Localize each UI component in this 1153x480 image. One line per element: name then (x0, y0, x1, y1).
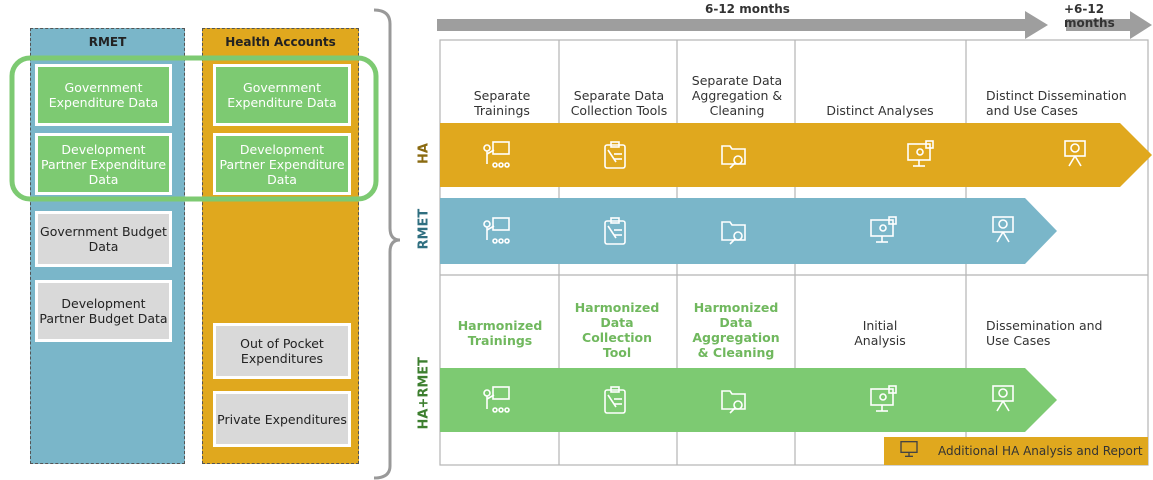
presentation-icon (992, 216, 1014, 243)
additional-band (884, 437, 1148, 465)
computer-analysis-icon (870, 385, 897, 412)
stage-separate-collection: Separate Data Collection Tools (570, 88, 668, 118)
stage-distinct-dissemination: Distinct Dissemination and Use Cases (986, 88, 1127, 118)
training-icon (483, 217, 510, 244)
stage-harmonized-collection: Harmonized Data Collection Tool (574, 300, 660, 360)
ha-band (440, 123, 1152, 187)
timeline-arrow-2 (1066, 11, 1152, 39)
computer-analysis-icon (870, 216, 897, 243)
training-icon (483, 386, 510, 413)
ha-dp-expenditure-box: Development Partner Expenditure Data (213, 133, 351, 195)
ha-out-of-pocket-box: Out of Pocket Expenditures (213, 323, 351, 379)
ha-government-expenditure-box: Government Expenditure Data (213, 64, 351, 126)
row-label-ha: HA (416, 143, 432, 164)
stage-separate-trainings: Separate Trainings (473, 88, 531, 118)
training-icon (483, 141, 510, 168)
stage-harmonized-aggregation: Harmonized Data Aggregation & Cleaning (692, 300, 780, 360)
rmet-government-expenditure-box: Government Expenditure Data (35, 64, 172, 126)
timeline-label-1: 6-12 months (705, 2, 790, 16)
computer-analysis-icon (907, 140, 934, 167)
additional-ha-analysis-label: Additional HA Analysis and Report (938, 444, 1143, 458)
bracket (373, 8, 401, 480)
folder-search-icon (721, 221, 746, 245)
health-accounts-column-title: Health Accounts (225, 35, 336, 49)
clipboard-icon (604, 141, 626, 169)
row-label-combined: HA+RMET (416, 356, 432, 430)
row-label-rmet: RMET (416, 208, 432, 250)
rmet-column-title: RMET (88, 35, 127, 49)
combined-band (440, 368, 1057, 432)
timeline-label-2: +6-12 months (1064, 2, 1115, 30)
presentation-icon (992, 385, 1014, 412)
stage-distinct-analyses: Distinct Analyses (826, 103, 934, 118)
stage-harmonized-trainings: Harmonized Trainings (457, 318, 543, 348)
timeline-arrow-1 (437, 11, 1048, 39)
clipboard-icon (604, 217, 626, 245)
presentation-icon (1064, 140, 1086, 167)
clipboard-icon (604, 386, 626, 414)
computer-analysis-icon (900, 441, 918, 457)
stage-dissemination: Dissemination and Use Cases (986, 318, 1103, 348)
folder-search-icon (721, 390, 746, 414)
rmet-dp-expenditure-box: Development Partner Expenditure Data (35, 133, 172, 195)
stage-initial-analysis: Initial Analysis (854, 318, 906, 348)
ha-private-expenditures-box: Private Expenditures (213, 391, 351, 447)
rmet-government-budget-box: Government Budget Data (35, 211, 172, 267)
stage-separate-aggregation: Separate Data Aggregation & Cleaning (691, 73, 783, 118)
shared-data-highlight (9, 55, 379, 202)
folder-search-icon (721, 145, 746, 169)
rmet-band (440, 198, 1057, 264)
timeline-arrows (437, 11, 1152, 39)
rmet-dp-budget-box: Development Partner Budget Data (35, 280, 172, 342)
